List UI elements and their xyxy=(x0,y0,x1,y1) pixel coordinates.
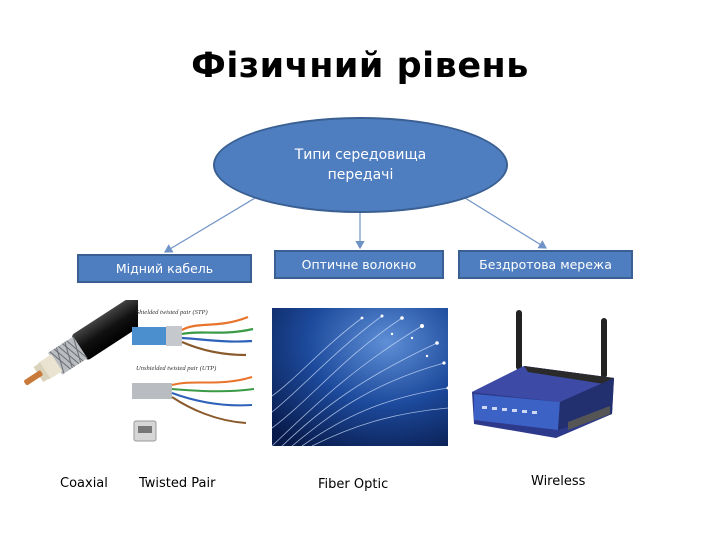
caption-fiber-optic: Fiber Optic xyxy=(318,477,389,492)
copper-cable-box: Мідний кабель xyxy=(77,254,252,283)
wireless-router-image xyxy=(464,306,620,446)
caption-coaxial: Coaxial xyxy=(60,476,108,491)
wireless-network-label: Бездротова мережа xyxy=(479,257,612,272)
transmission-media-node: Типи середовища передачі xyxy=(213,117,508,213)
copper-cable-label: Мідний кабель xyxy=(115,261,214,276)
caption-twisted-pair: Twisted Pair xyxy=(139,476,216,491)
caption-wireless: Wireless xyxy=(531,474,586,489)
coaxial-cable-image xyxy=(12,300,138,404)
stp-photo-label: Shielded twisted pair (STP) xyxy=(136,309,208,316)
optical-fiber-box: Оптичне волокно xyxy=(274,250,444,279)
optical-fiber-label: Оптичне волокно xyxy=(301,257,417,272)
connector-to-wireless xyxy=(464,197,548,249)
connector-to-copper xyxy=(163,197,256,253)
fiber-optic-image xyxy=(272,308,448,446)
transmission-media-label: Типи середовища передачі xyxy=(294,147,427,183)
twisted-pair-image: Shielded twisted pair (STP) Unshielded t… xyxy=(128,303,260,448)
slide-title: Фізичний рівень xyxy=(191,46,529,86)
utp-photo-label: Unshielded twisted pair (UTP) xyxy=(136,365,216,372)
wireless-network-box: Бездротова мережа xyxy=(458,250,633,279)
